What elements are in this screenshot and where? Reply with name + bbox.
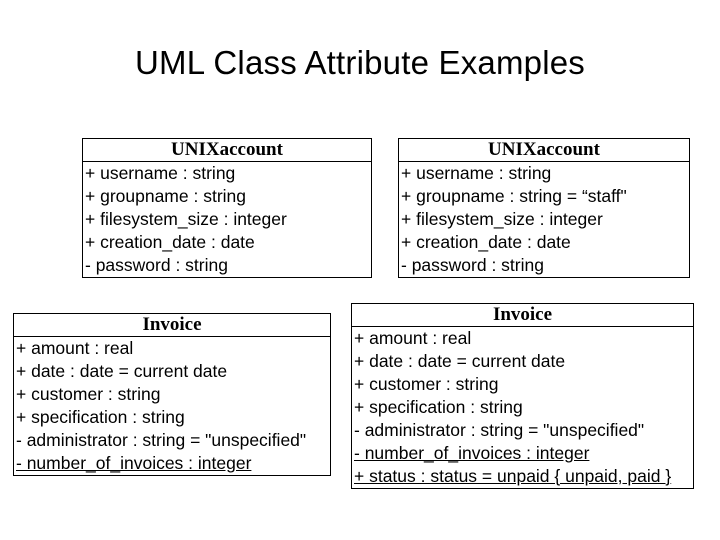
uml-attribute: + filesystem_size : integer	[401, 209, 603, 229]
uml-class-name: Invoice	[14, 314, 330, 337]
uml-attribute: + date : date = current date	[354, 351, 566, 371]
uml-attribute-compartment: + amount : real + date : date = current …	[352, 327, 693, 488]
uml-attribute-static: + status : status = unpaid { unpaid, pai…	[354, 466, 672, 486]
uml-attribute: + specification : string	[354, 397, 523, 417]
uml-attribute: + groupname : string	[85, 186, 246, 206]
uml-attribute: + customer : string	[354, 374, 499, 394]
uml-attribute: + amount : real	[354, 328, 472, 348]
uml-attribute: + customer : string	[16, 384, 161, 404]
uml-class-invoice-extended: Invoice + amount : real + date : date = …	[351, 303, 694, 489]
uml-attribute: + amount : real	[16, 338, 134, 358]
uml-class-invoice-basic: Invoice + amount : real + date : date = …	[13, 313, 331, 476]
uml-attribute: - administrator : string = "unspecified"	[354, 420, 645, 440]
uml-attribute: + specification : string	[16, 407, 185, 427]
uml-attribute-static: - number_of_invoices : integer	[16, 453, 252, 473]
uml-class-unixaccount-default: UNIXaccount + username : string + groupn…	[398, 138, 690, 278]
uml-attribute-compartment: + username : string + groupname : string…	[399, 162, 689, 277]
uml-attribute: + groupname : string = “staff"	[401, 186, 627, 206]
uml-class-name: Invoice	[352, 304, 693, 327]
uml-attribute: + creation_date : date	[401, 232, 571, 252]
uml-attribute: + date : date = current date	[16, 361, 228, 381]
uml-class-unixaccount-basic: UNIXaccount + username : string + groupn…	[82, 138, 372, 278]
uml-attribute-static: - number_of_invoices : integer	[354, 443, 590, 463]
uml-attribute: - administrator : string = "unspecified"	[16, 430, 307, 450]
page-title: UML Class Attribute Examples	[134, 44, 586, 81]
uml-attribute-compartment: + amount : real + date : date = current …	[14, 337, 330, 475]
uml-attribute: + username : string	[401, 163, 552, 183]
uml-attribute: + creation_date : date	[85, 232, 255, 252]
uml-attribute: + username : string	[85, 163, 236, 183]
uml-attribute: + filesystem_size : integer	[85, 209, 287, 229]
uml-class-name: UNIXaccount	[83, 139, 371, 162]
uml-class-name: UNIXaccount	[399, 139, 689, 162]
uml-attribute: - password : string	[85, 255, 228, 275]
uml-attribute-compartment: + username : string + groupname : string…	[83, 162, 371, 277]
uml-attribute: - password : string	[401, 255, 544, 275]
